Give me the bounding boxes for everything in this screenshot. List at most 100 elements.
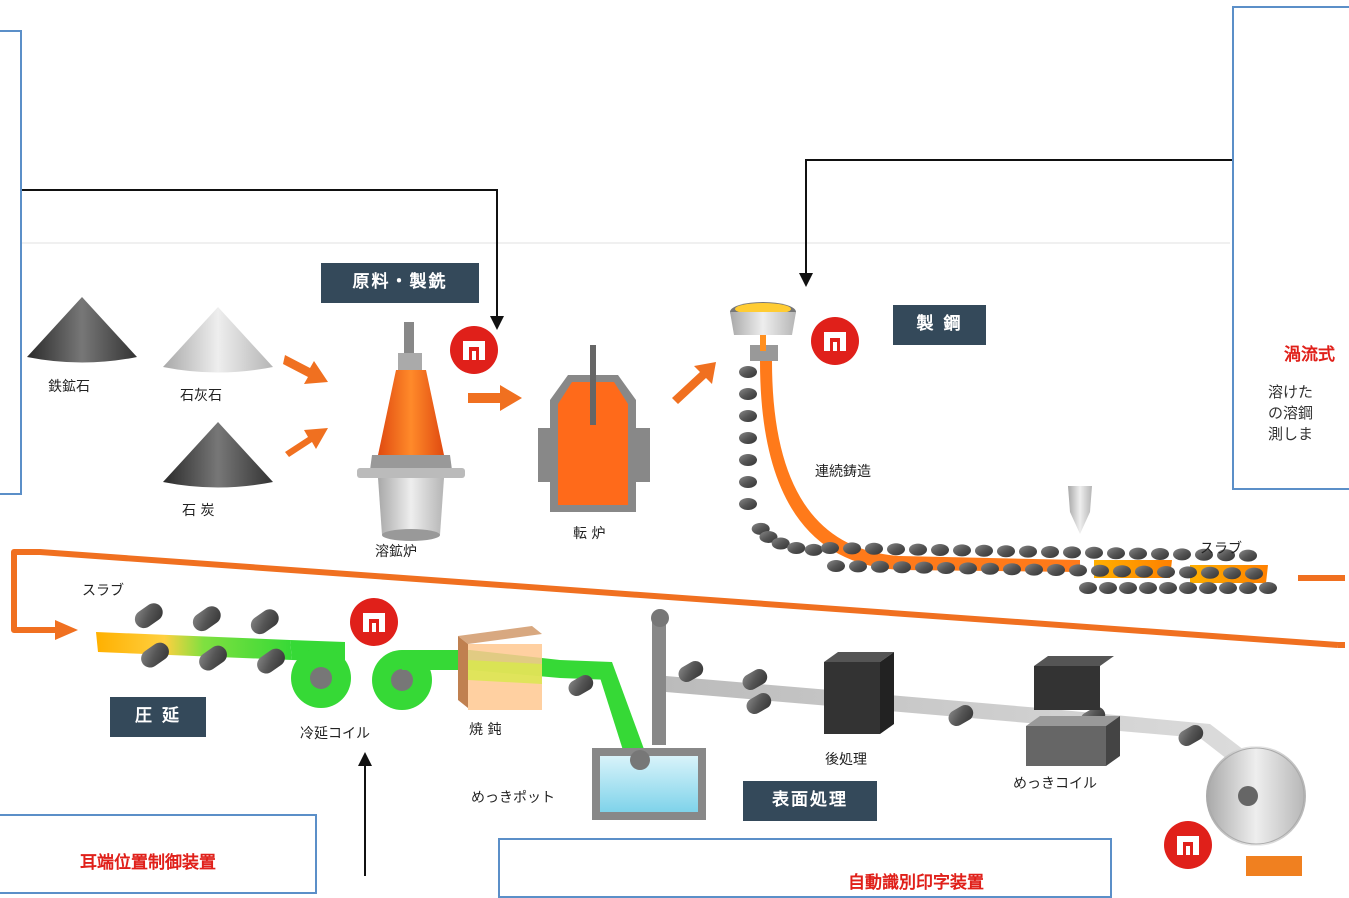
caster-roll [1129,547,1147,560]
process-roll [568,675,594,696]
label-sekitan: 石 炭 [182,503,215,519]
lower-roll [141,642,169,668]
process-diagram: 渦流式 溶けた の溶鋼 測しま 耳端位置制御装置 自動識別印字装置 原料・製銑 … [0,6,1349,898]
caster-roll [871,560,889,573]
caster-roll [1079,582,1097,594]
caster-roll [1063,546,1081,559]
caster-roll [739,366,757,378]
converter [538,345,650,512]
caster-roll [739,498,757,510]
label-reien-coil: 冷延コイル [300,726,370,742]
logo-marks [350,317,1212,869]
label-sekkaiseki: 石灰石 [180,388,222,404]
caster-roll [1113,565,1131,578]
logo-mark-icon [350,598,398,646]
caster-roll [1119,582,1137,594]
plating-pot [592,609,706,820]
caster-roll [1085,546,1103,559]
connector-bottom [358,752,372,876]
label-mekki-pot: めっきポット [471,790,555,806]
section-label-hyoumen: 表面処理 [743,781,877,821]
caster-roll [1139,582,1157,594]
caster-roll [1151,548,1169,560]
connector-top-right [799,159,1232,287]
caster-roll [1195,548,1213,561]
caster-roll [909,543,927,556]
caster-roll [975,544,993,557]
post-treatment-unit [824,652,894,734]
caster-roll [1245,567,1263,580]
caster-roll [739,454,757,466]
label-renzoku: 連続鋳造 [815,464,871,480]
caster-roll [1159,582,1177,594]
caster-rolls [739,366,1277,594]
continuous-caster [730,302,1268,583]
label-atoshori: 後処理 [825,752,867,768]
caster-roll [821,542,839,554]
process-roll [1178,725,1204,746]
caster-roll [787,541,806,554]
caster-roll [1259,582,1277,594]
caster-roll [1179,582,1197,594]
caster-roll [1217,549,1235,562]
caster-roll [843,542,861,555]
process-roll [948,705,974,726]
caster-roll [739,476,757,488]
flow-arrows [283,355,716,457]
callout-right-desc-2: の溶鋼 [1268,404,1314,422]
callout-right-desc-1: 溶けた [1268,383,1314,401]
callout-box-bottom-center: 自動識別印字装置 [498,838,1112,898]
caster-roll [1091,564,1109,577]
caster-roll [931,544,949,556]
caster-roll [915,561,933,574]
caster-roll [1069,564,1087,577]
caster-roll [827,560,845,572]
process-roll [742,669,768,690]
section-label-seikou: 製 鋼 [893,305,986,345]
section-label-atsuen: 圧 延 [110,697,206,737]
caster-roll [1199,582,1217,594]
label-shoudon: 焼 鈍 [469,722,502,738]
caster-roll [1041,546,1059,558]
caster-roll [997,545,1015,558]
rolling-rolls [134,603,285,674]
label-tenro: 転 炉 [573,526,606,542]
blast-furnace [357,322,465,541]
process-roll [746,693,772,714]
coated-strip [666,676,1270,780]
connector-top-left [22,189,504,330]
callout-box-bottom-left: 耳端位置制御装置 [0,814,317,894]
caster-roll [804,543,823,556]
caster-roll [1157,566,1175,578]
caster-roll [981,562,999,575]
callout-bottom-left-title: 耳端位置制御装置 [80,853,216,873]
process-loop-line [11,549,1345,648]
caster-roll [1107,547,1125,560]
section-label-genryou: 原料・製銑 [321,263,479,303]
logo-mark-icon [450,326,498,374]
orange-marker [1246,856,1302,876]
caster-roll [1019,545,1037,558]
caster-roll [1173,548,1191,561]
label-slab-left: スラブ [82,583,124,599]
caster-roll [739,388,757,400]
callout-right-desc-3: 測しま [1268,425,1314,443]
caster-roll [1003,563,1021,576]
label-tekkouseki: 鉄鉱石 [48,379,90,395]
caster-roll [1047,564,1065,576]
label-youkouro: 溶鉱炉 [375,544,417,560]
lower-roll [257,648,285,674]
process-roll [678,661,704,682]
callout-box-top-left [0,30,22,495]
final-coil [1206,746,1306,846]
coal-pile [163,422,273,488]
callout-bottom-center-title: 自動識別印字装置 [848,873,984,893]
caster-roll [1219,582,1237,594]
caster-roll [1099,582,1117,594]
cold-rolled-coils [291,648,612,710]
caster-roll [887,543,905,556]
caster-roll [893,561,911,574]
upper-roll [250,609,279,635]
caster-roll [739,432,757,444]
caster-roll [771,537,790,550]
